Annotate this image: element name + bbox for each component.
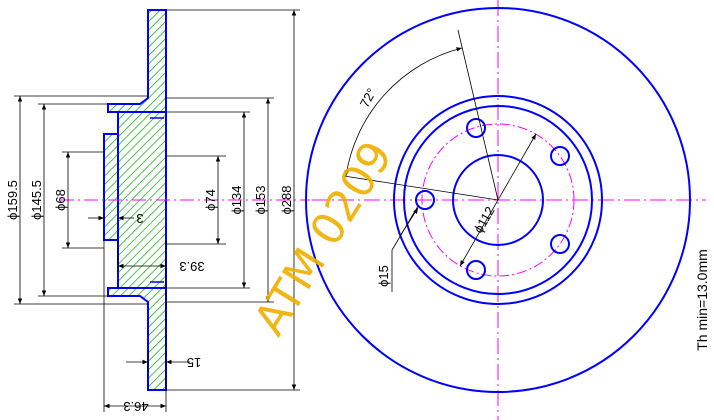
dim-159-5: ϕ159.5 (5, 180, 20, 220)
dim-134: ϕ134 (229, 186, 244, 215)
dim-46-3: 46.3 (123, 399, 148, 414)
dim-39-3: 39.3 (179, 259, 204, 274)
bolt-hole (550, 234, 570, 254)
bolt-hole (550, 146, 570, 166)
pcd-circle (421, 123, 575, 277)
hole-leader-arrow (399, 207, 419, 237)
hub-face (103, 133, 119, 241)
dim-288: ϕ288 (279, 186, 294, 215)
hat-inner-circle (403, 105, 593, 295)
dim-68: ϕ68 (53, 189, 68, 211)
bolt-hole (415, 190, 435, 210)
dimension-lines (17, 10, 297, 409)
pcd-label: ϕ112 (471, 204, 498, 236)
hole-leader (391, 205, 419, 292)
dim-153: ϕ153 (253, 186, 268, 215)
angle-label: 72° (357, 86, 379, 110)
outer-circle (305, 7, 691, 393)
side-section-view: ϕ159.5 ϕ145.5 ϕ68 ϕ74 ϕ134 ϕ153 ϕ288 3 3… (5, 9, 310, 414)
hat-outer-circle (393, 95, 603, 305)
min-thickness-note: Th min=13.0mm (694, 249, 710, 351)
dim-hub-3: 3 (136, 211, 143, 226)
dim-145-5: ϕ145.5 (29, 180, 44, 220)
dim-74: ϕ74 (203, 189, 218, 211)
hole-label: ϕ15 (376, 265, 391, 287)
dim-15: 15 (187, 355, 201, 370)
pcd-dim-line (459, 133, 537, 267)
